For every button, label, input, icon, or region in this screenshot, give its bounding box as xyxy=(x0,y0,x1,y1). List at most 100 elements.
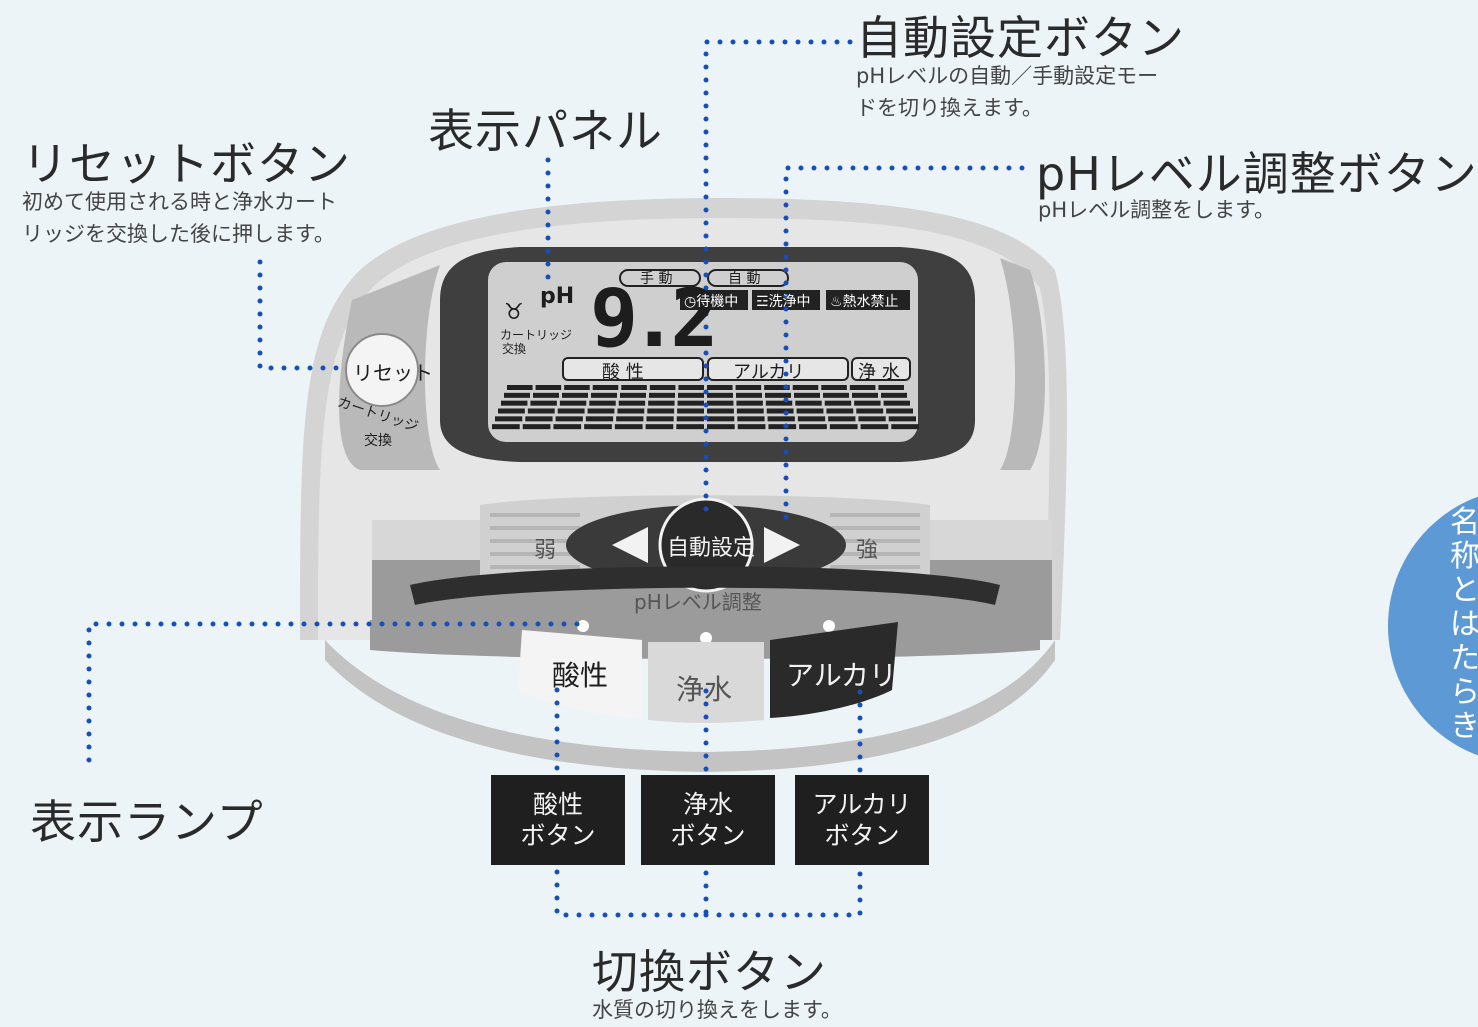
lcd-grid-cell xyxy=(824,400,852,406)
left-arrow-icon xyxy=(612,527,648,563)
lcd-grid-cell xyxy=(649,392,675,398)
lcd-grid-cell xyxy=(854,400,881,406)
lcd-grid-cell xyxy=(764,385,790,390)
lcd-grid-cell xyxy=(525,416,553,422)
lcd-ph-label: pH xyxy=(540,284,575,309)
lcd-grid-cell xyxy=(564,385,590,390)
lcd-grid-cell xyxy=(792,385,819,390)
lcd-grid-cell xyxy=(858,416,886,422)
leader-auto-button xyxy=(703,39,853,523)
lcd-grid-cell xyxy=(495,416,523,422)
mode-alk-label: アルカリ xyxy=(786,659,897,692)
callout-auto-button-desc-2: ドを切り換えます。 xyxy=(856,96,1043,120)
lcd-grid-cell xyxy=(735,385,762,390)
acid-button-callout: 酸性 ボタン xyxy=(491,775,625,865)
lcd-grid-cell xyxy=(591,392,617,398)
lcd-grid-cell xyxy=(736,408,764,414)
lcd-grid-cell xyxy=(707,400,734,406)
callout-reset-button-title: リセットボタン xyxy=(22,137,351,191)
lcd-grid-cell xyxy=(527,408,555,414)
lcd-standby: ◷待機中 xyxy=(684,291,738,311)
lcd-grid-cell xyxy=(829,424,858,430)
lcd-no-hot-water: ♨熱水禁止 xyxy=(830,291,899,311)
lcd-grid-cell xyxy=(504,392,530,398)
lcd-grid-cell xyxy=(647,408,675,414)
callout-indicator-lamp-title: 表示ランプ xyxy=(30,795,264,849)
acid-button-callout-line2: ボタン xyxy=(520,821,596,850)
pure-button-callout-line2: ボタン xyxy=(670,821,746,850)
lcd-ph-value: 9.2 xyxy=(590,272,718,365)
lcd-grid-cell xyxy=(555,416,583,422)
lcd-grid-cell xyxy=(587,408,615,414)
lcd-grid-cell xyxy=(849,385,876,390)
lcd-grid-cell xyxy=(707,416,735,422)
lcd-grid-cell xyxy=(823,392,849,398)
right-arrow-icon xyxy=(764,527,800,563)
lcd-grid-cell xyxy=(736,400,763,406)
lcd-grid-cell xyxy=(585,416,614,422)
lcd-grid-cell xyxy=(766,408,794,414)
lcd-grid-cell xyxy=(737,424,766,430)
lamp-alk xyxy=(823,620,835,632)
lcd-cleaning-text: 洗浄中 xyxy=(768,294,811,310)
lcd-standby-text: 待機中 xyxy=(696,294,739,310)
steam-icon: ♨ xyxy=(830,294,843,310)
lamp-pure xyxy=(700,632,712,644)
lcd-grid-cell xyxy=(584,424,612,430)
lcd-grid-cell xyxy=(562,392,588,398)
leader-reset-button xyxy=(257,259,351,371)
lcd-cleaning: ☲洗浄中 xyxy=(756,291,811,311)
pure-button-shape xyxy=(648,642,764,723)
leader-ph-adjust xyxy=(783,165,1025,528)
lcd-level-grid xyxy=(492,385,919,430)
lcd-grid-cell xyxy=(618,400,646,406)
lcd-grid-cell xyxy=(736,392,762,398)
lcd-grid-cell xyxy=(620,392,646,398)
auto-set-button-label: 自動設定 xyxy=(667,536,756,561)
lcd-grid-cell xyxy=(498,408,525,414)
callout-auto-button-desc: pHレベルの自動／手動設定モー xyxy=(856,64,1159,88)
lcd-grid-cell xyxy=(617,408,645,414)
lcd-acidic: 酸 性 xyxy=(602,362,644,383)
lcd-grid-cell xyxy=(860,424,889,430)
lcd-grid-cell xyxy=(888,416,916,422)
lcd-grid-cell xyxy=(765,400,793,406)
alk-button-callout: アルカリ ボタン xyxy=(795,775,929,865)
lcd-grid-cell xyxy=(649,385,676,390)
ph-adjust-label: pHレベル調整 xyxy=(634,590,762,614)
callout-ph-adjust-title: pHレベル調整ボタン xyxy=(1036,147,1478,201)
callout-display-panel-title: 表示パネル xyxy=(428,104,663,158)
lcd-grid-cell xyxy=(614,424,643,430)
cartridge-icon: ♉ xyxy=(504,300,524,325)
lcd-grid-cell xyxy=(553,424,582,430)
lcd-grid-cell xyxy=(707,392,733,398)
lcd-purified: 浄 水 xyxy=(858,362,900,383)
lcd-grid-cell xyxy=(492,424,520,430)
lcd-grid-cell xyxy=(616,416,644,422)
lcd-grid-cell xyxy=(559,400,587,406)
lcd-no-hot-water-text: 熱水禁止 xyxy=(842,294,899,310)
lcd-grid-cell xyxy=(821,385,847,390)
clock-icon: ◷ xyxy=(684,294,697,310)
lcd-grid-cell xyxy=(589,400,616,406)
lcd-grid-cell xyxy=(507,385,533,390)
lcd-grid-cell xyxy=(886,408,913,414)
acid-button-callout-line1: 酸性 xyxy=(532,790,583,819)
lcd-grid-cell xyxy=(646,416,674,422)
lcd-grid-cell xyxy=(535,385,562,390)
acid-button-shape xyxy=(518,630,642,718)
lcd-grid-cell xyxy=(826,408,854,414)
lcd-grid-cell xyxy=(883,400,910,406)
leader-switch-alk xyxy=(703,687,863,918)
strong-label: 強 xyxy=(856,538,879,563)
lcd-grid-cell xyxy=(677,400,704,406)
lcd-grid-cell xyxy=(557,408,585,414)
side-section-tab-label: 名称とはたらき xyxy=(1450,505,1478,744)
lcd-grid-cell xyxy=(737,416,765,422)
lcd-grid-cell xyxy=(707,385,733,390)
lcd-cartridge-label-2: 交換 xyxy=(502,342,527,356)
callout-switch-button-desc: 水質の切り換えをします。 xyxy=(592,998,842,1022)
alk-button-callout-line1: アルカリ xyxy=(812,790,912,819)
pure-button-callout: 浄水 ボタン xyxy=(641,775,775,865)
